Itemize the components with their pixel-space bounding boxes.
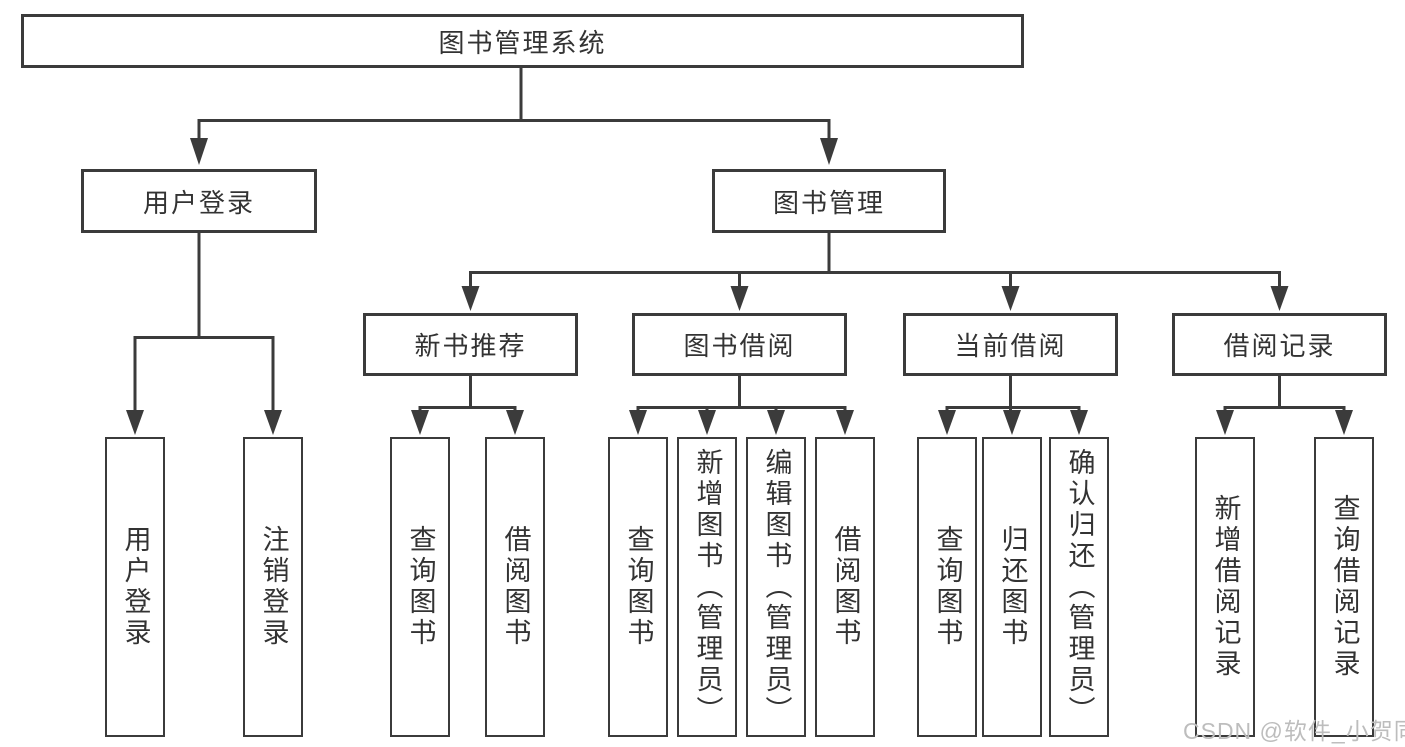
node-book-borrowing: 图书借阅 <box>632 313 847 376</box>
node-book-management: 图书管理 <box>712 169 946 233</box>
leaf-br-query-record: 查询借阅记录 <box>1314 437 1374 737</box>
leaf-nb-borrow-books-label: 借阅图书 <box>500 525 531 649</box>
arrowhead-icon <box>461 286 480 311</box>
arrowhead-icon <box>411 410 429 435</box>
edge-current-borrow-split <box>945 406 1081 412</box>
node-new-book-recommend: 新书推荐 <box>363 313 578 376</box>
arrowhead-icon <box>836 410 854 435</box>
arrowhead-icon <box>698 410 716 435</box>
leaf-bb-borrow-books-label: 借阅图书 <box>830 525 861 649</box>
leaf-nb-query-books-label: 查询图书 <box>405 525 436 649</box>
arrowhead-icon <box>264 410 282 435</box>
leaf-cb-confirm-return-admin-label: 确认归还（管理员） <box>1064 447 1095 727</box>
leaf-bb-add-books-admin: 新增图书（管理员） <box>677 437 737 737</box>
arrowhead-icon <box>506 410 524 435</box>
arrowhead-icon <box>629 410 647 435</box>
node-borrowing-records: 借阅记录 <box>1172 313 1387 376</box>
leaf-bb-query-books: 查询图书 <box>608 437 668 737</box>
node-current-borrowing: 当前借阅 <box>903 313 1118 376</box>
leaf-logout-label: 注销登录 <box>258 525 289 649</box>
leaf-br-query-record-label: 查询借阅记录 <box>1329 494 1360 680</box>
leaf-bb-edit-books-admin: 编辑图书（管理员） <box>746 437 806 737</box>
connector-lines <box>133 68 1346 412</box>
leaf-br-add-record: 新增借阅记录 <box>1195 437 1255 737</box>
arrowhead-icon <box>1335 410 1353 435</box>
leaf-bb-edit-books-admin-label: 编辑图书（管理员） <box>761 447 792 727</box>
edge-borrow-records-split <box>1223 406 1346 412</box>
leaf-cb-return-books-label: 归还图书 <box>997 525 1028 649</box>
arrowhead-icon <box>126 410 144 435</box>
leaf-cb-confirm-return-admin: 确认归还（管理员） <box>1049 437 1109 737</box>
leaf-user-login-label: 用户登录 <box>120 525 151 649</box>
edge-new-book-split <box>418 406 517 412</box>
arrowhead-icon <box>1216 410 1234 435</box>
leaf-nb-query-books: 查询图书 <box>390 437 450 737</box>
arrowhead-icon <box>190 138 208 165</box>
leaf-nb-borrow-books: 借阅图书 <box>485 437 545 737</box>
leaf-bb-query-books-label: 查询图书 <box>623 525 654 649</box>
leaf-bb-add-books-admin-label: 新增图书（管理员） <box>692 447 723 727</box>
arrowhead-icon <box>730 286 749 311</box>
node-user-login: 用户登录 <box>81 169 317 233</box>
node-library-management-system: 图书管理系统 <box>21 14 1024 68</box>
edge-user-login-split <box>133 336 275 412</box>
edge-book-mgmt-split <box>469 271 1281 288</box>
leaf-bb-borrow-books: 借阅图书 <box>815 437 875 737</box>
leaf-user-login: 用户登录 <box>105 437 165 737</box>
leaf-logout: 注销登录 <box>243 437 303 737</box>
arrowhead-icon <box>1070 410 1088 435</box>
arrowheads <box>126 138 1353 435</box>
arrowhead-icon <box>767 410 785 435</box>
leaf-cb-query-books-label: 查询图书 <box>932 525 963 649</box>
arrowhead-icon <box>1270 286 1289 311</box>
csdn-watermark: CSDN @软件_小贺同学 <box>1183 718 1405 744</box>
leaf-br-add-record-label: 新增借阅记录 <box>1210 494 1241 680</box>
leaf-cb-return-books: 归还图书 <box>982 437 1042 737</box>
edge-book-borrow-split <box>636 406 847 412</box>
leaf-cb-query-books: 查询图书 <box>917 437 977 737</box>
arrowhead-icon <box>1001 286 1020 311</box>
arrowhead-icon <box>938 410 956 435</box>
arrowhead-icon <box>820 138 838 165</box>
arrowhead-icon <box>1003 410 1021 435</box>
edge-root-split <box>197 119 831 141</box>
